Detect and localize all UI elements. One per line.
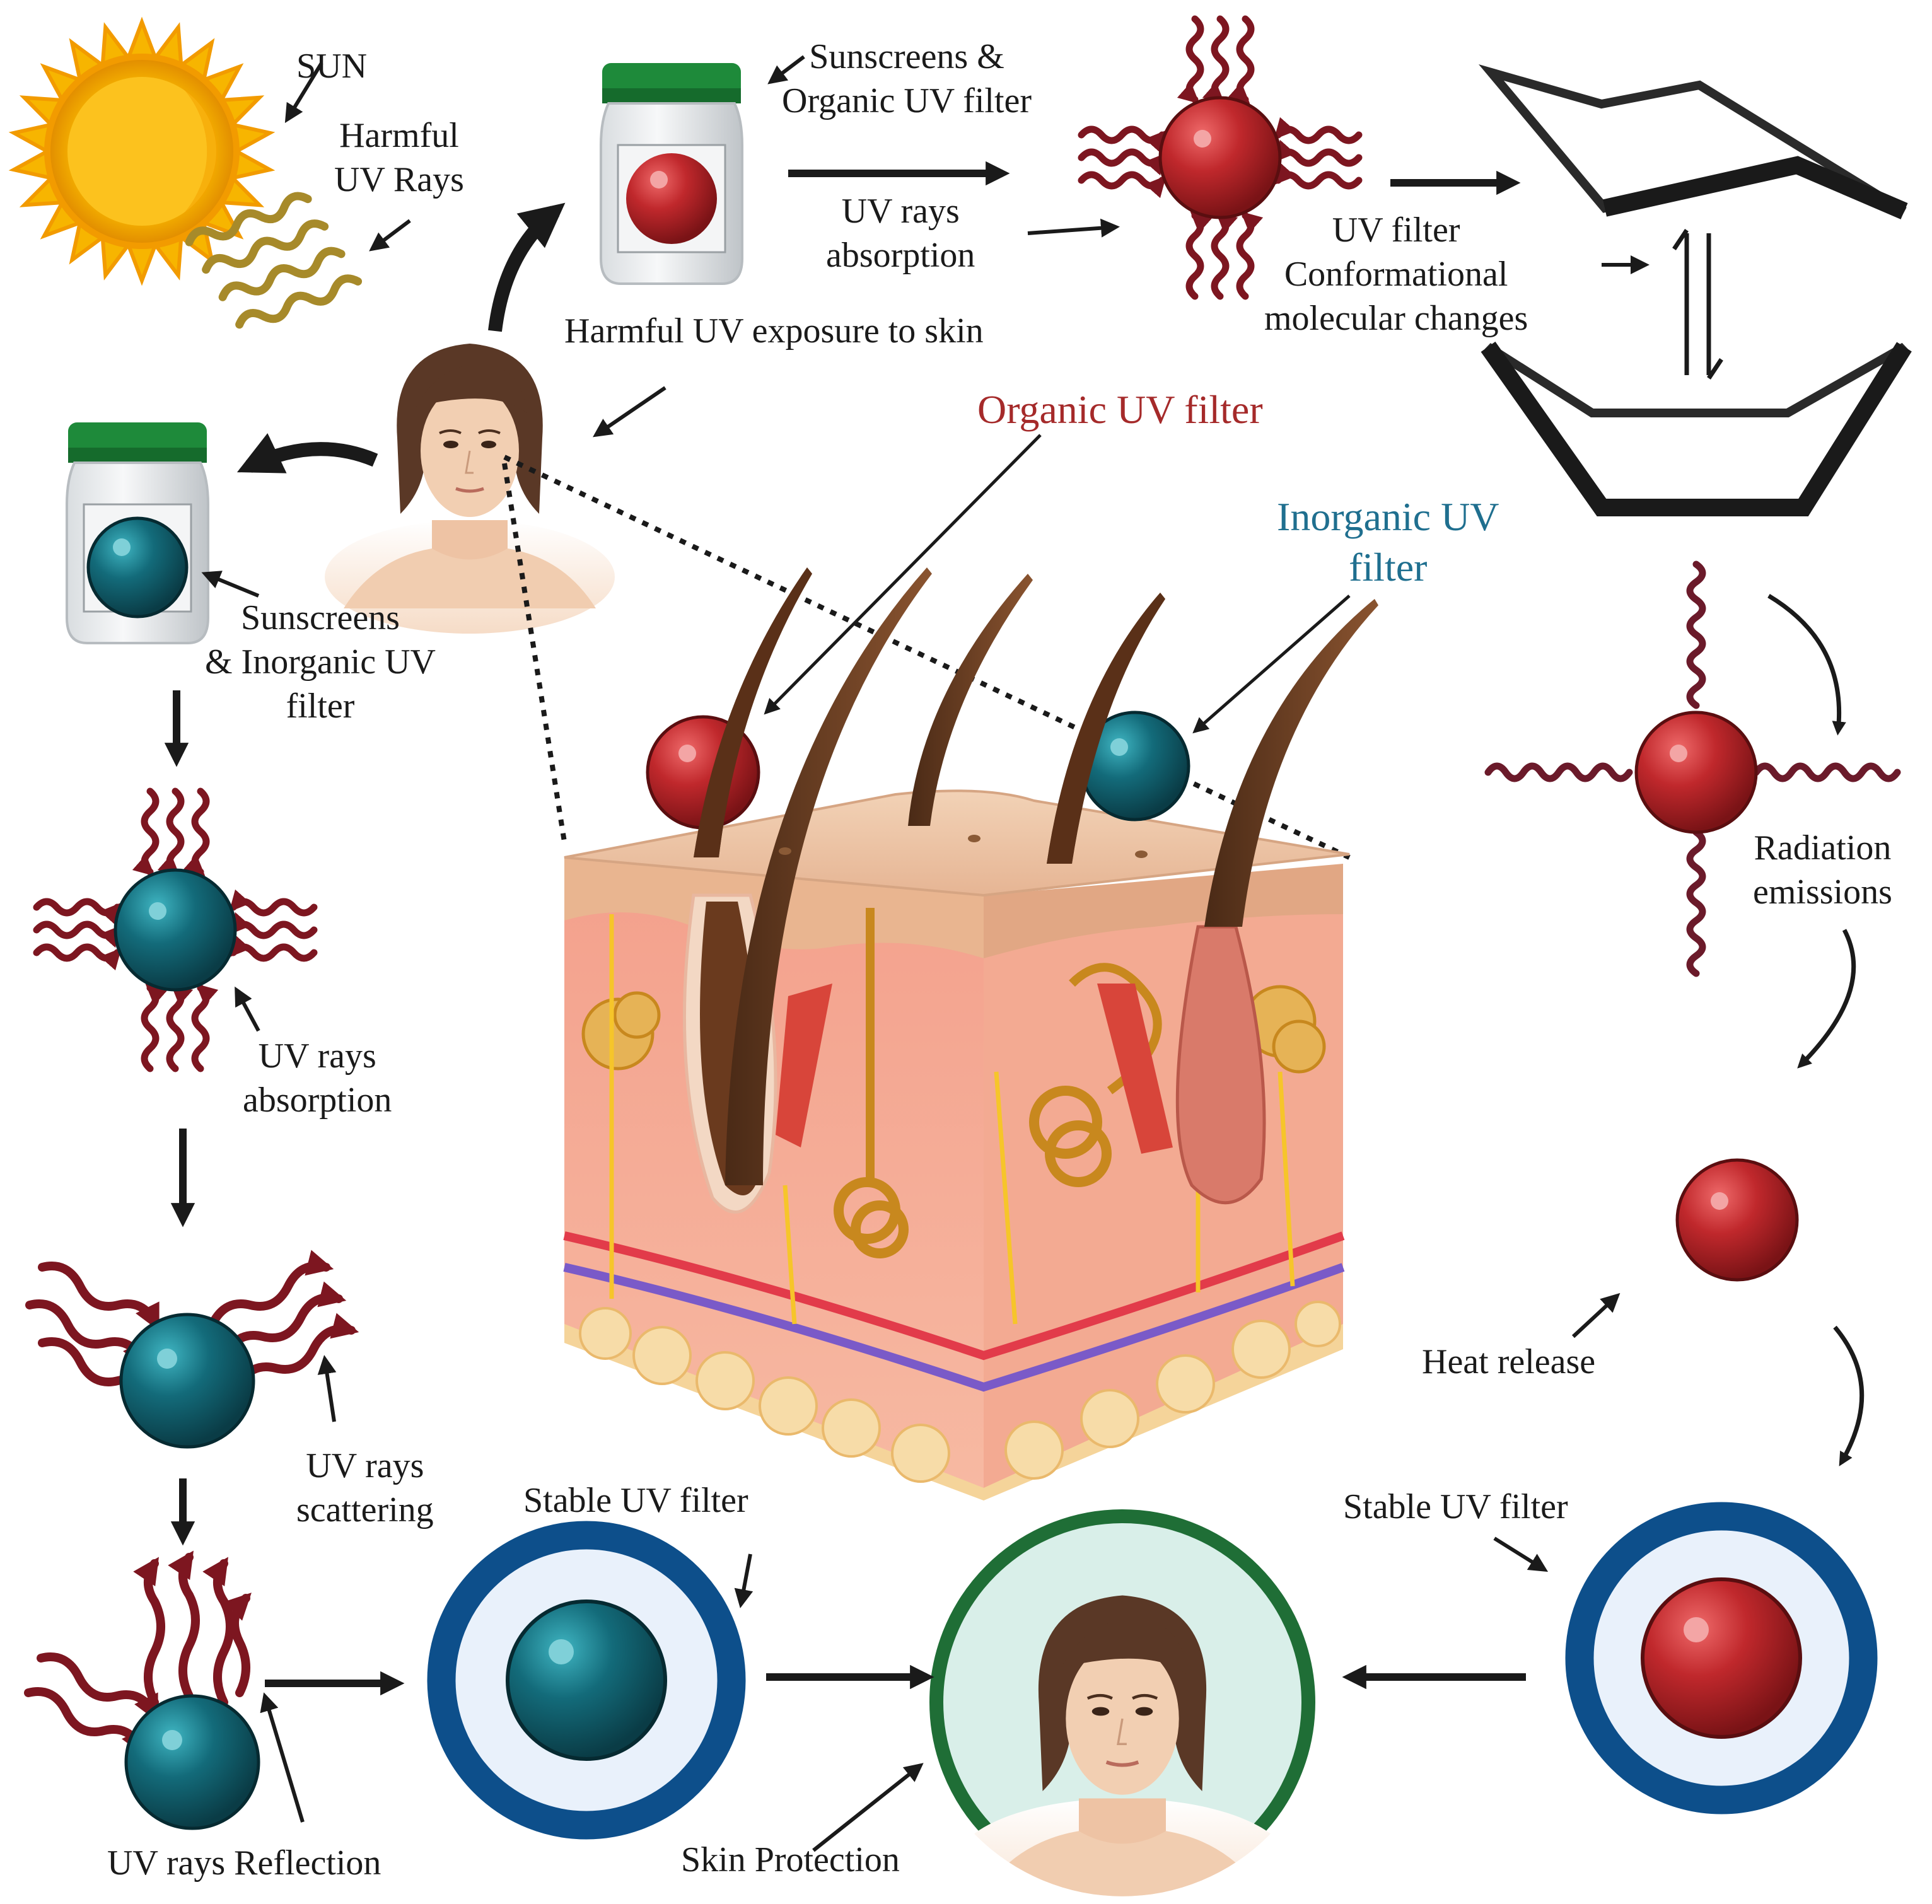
stable-left-pointer-arrow <box>734 1553 754 1608</box>
scatter-pointer-arrow <box>317 1355 337 1422</box>
organic-filter-particle-icon <box>626 153 717 244</box>
absorb-pointer-arrow <box>1027 218 1120 238</box>
reflection-particle-icon <box>24 1550 260 1830</box>
stable-uv-filter-left-label: Stable UV filter <box>523 1481 748 1520</box>
sunscreen-bottle-icon <box>600 62 743 285</box>
uv-filter-particle-icon <box>1081 19 1359 296</box>
organic-uv-filter-label: Organic UV filter <box>977 387 1263 432</box>
scattering-particle-icon <box>25 1250 359 1449</box>
exposure-pointer-arrow <box>593 386 666 438</box>
sunscreens-organic-label: Sunscreens &Organic UV filter <box>782 37 1032 120</box>
sun-spike <box>125 16 158 60</box>
flow-arrow-woman-to-inorganic <box>236 433 378 473</box>
curve-arrow-to-radiation <box>1767 593 1846 736</box>
skin-protection-circle-icon <box>929 1509 1315 1904</box>
absorb-left-pointer-arrow <box>235 986 260 1032</box>
uv-reflection-label: UV rays Reflection <box>107 1843 381 1883</box>
flow-arrow-woman-to-organic <box>488 202 566 332</box>
stable-uv-filter-right-label: Stable UV filter <box>1343 1487 1568 1526</box>
skin-protection-label: Skin Protection <box>681 1840 900 1879</box>
inorganic-bottle-pointer-arrow <box>201 571 260 598</box>
heat-release-particle-icon <box>1675 1158 1799 1282</box>
curve-arrow-to-stable-right <box>1833 1325 1865 1466</box>
rays-pointer-arrow <box>369 219 411 252</box>
skin-cross-section-icon <box>502 455 1378 1501</box>
organic-bottle-pointer-arrow <box>767 55 805 84</box>
organic-skin-pointer-arrow <box>764 434 1042 715</box>
skin-protection-pointer-arrow <box>812 1763 924 1852</box>
reflection-pointer-arrow <box>260 1692 305 1823</box>
stable-right-pointer-arrow <box>1493 1536 1549 1572</box>
inorganic-skin-pointer-arrow <box>1192 595 1351 734</box>
heat-pointer-arrow <box>1571 1292 1621 1338</box>
stable-filter-left-icon <box>427 1521 746 1840</box>
sun-icon <box>8 16 276 286</box>
sun-pointer-arrow <box>284 62 323 124</box>
heat-release-label: Heat release <box>1422 1342 1596 1381</box>
inorganic-sunscreen-bottle-icon <box>66 421 209 644</box>
curve-arrow-to-heat <box>1797 929 1856 1069</box>
inorganic-absorb-particle-icon <box>37 791 314 1069</box>
harmful-exposure-label: Harmful UV exposure to skin <box>564 311 984 351</box>
sun-label: SUN <box>296 47 368 86</box>
uv-rays-icon <box>185 192 363 329</box>
protection-circle-icon <box>1565 1502 1878 1814</box>
radiation-emission-particle-icon <box>1488 564 1897 973</box>
sun-spike <box>125 243 158 286</box>
molecule-ring-icon <box>1478 64 1912 516</box>
